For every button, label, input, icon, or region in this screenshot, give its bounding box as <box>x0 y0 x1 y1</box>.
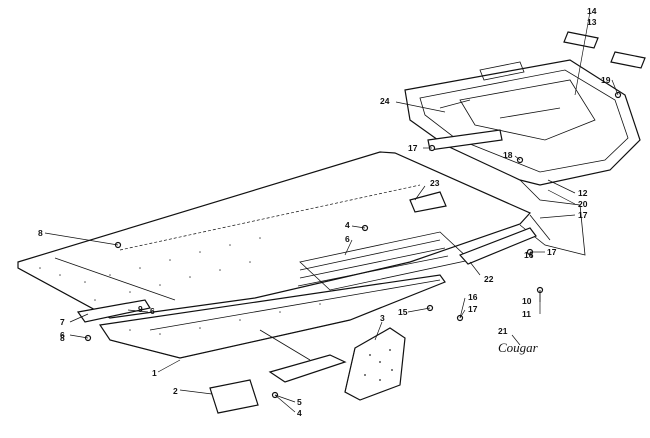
tunnel-panel <box>17 151 532 319</box>
decal-13 <box>563 31 599 49</box>
callout-19: 19 <box>601 75 611 85</box>
callout-16-tube: 16 <box>524 250 534 260</box>
callout-6-bracket: 6 <box>150 306 155 316</box>
callout-8-top: 8 <box>38 228 43 238</box>
callout-20: 20 <box>578 199 588 209</box>
callout-22: 22 <box>484 274 494 284</box>
callout-3: 3 <box>380 313 385 323</box>
callout-6-tunnel: 6 <box>345 234 350 244</box>
callout-17-side: 17 <box>578 210 588 220</box>
callout-15: 15 <box>398 307 408 317</box>
callout-18: 18 <box>503 150 513 160</box>
hitch-tube <box>458 227 537 265</box>
callout-14: 14 <box>587 6 597 16</box>
leader-lines <box>44 11 619 413</box>
callout-17-tube: 17 <box>547 247 557 257</box>
callout-7: 7 <box>60 317 65 327</box>
callout-6-left: 6 <box>60 330 65 340</box>
callout-21: 21 <box>498 326 508 336</box>
callout-12: 12 <box>578 188 588 198</box>
step-plate <box>268 354 347 383</box>
side-rail <box>98 274 446 359</box>
callout-8-bottom: 8 <box>60 333 65 343</box>
callout-2: 2 <box>173 386 178 396</box>
callout-17-rack: 17 <box>468 304 478 314</box>
callout-24: 24 <box>380 96 390 106</box>
decal-14 <box>610 51 646 69</box>
callout-10: 10 <box>522 296 532 306</box>
callout-13: 13 <box>587 17 597 27</box>
callout-17-flap: 17 <box>408 143 418 153</box>
callout-4-step: 4 <box>297 408 302 418</box>
callout-5: 5 <box>297 397 302 407</box>
callout-11: 11 <box>522 309 531 319</box>
callout-23: 23 <box>430 178 440 188</box>
rear-rack <box>404 59 641 256</box>
callout-1: 1 <box>152 368 157 378</box>
mount-bracket <box>76 299 151 323</box>
callout-16-rack: 16 <box>468 292 478 302</box>
callout-4-tunnel: 4 <box>345 220 350 230</box>
callout-9: 9 <box>138 304 143 314</box>
cougar-decal: Cougar <box>498 340 539 355</box>
rear-mount-bracket <box>344 327 406 401</box>
callout-labels: 1 2 3 4 4 5 6 6 6 7 8 8 9 10 11 12 13 14… <box>38 6 611 418</box>
reflector-plate <box>209 379 259 414</box>
